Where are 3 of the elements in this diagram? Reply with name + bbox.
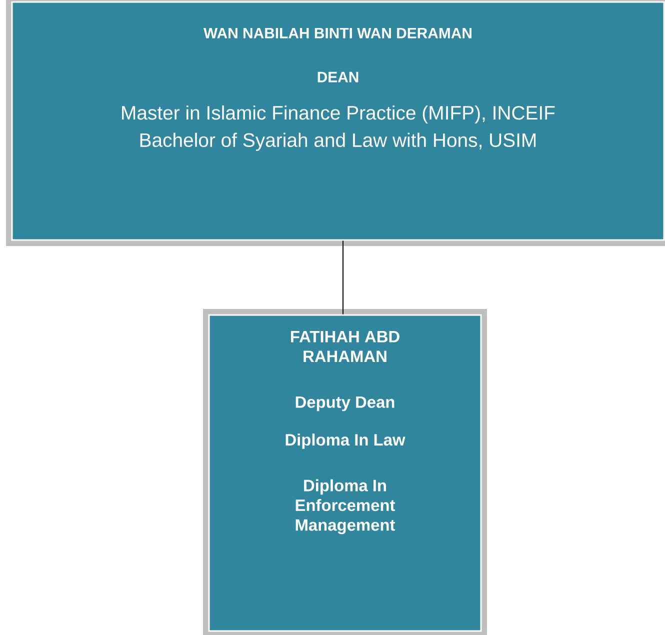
person-box: WAN NABILAH BINTI WAN DERAMAN DEAN Master in Islamic Finance Practice (MIFP), INCEIF Bachelor of Syariah and Law with Hons, USIM	[6, 0, 665, 246]
person-box: FATIHAH ABD RAHAMAN Deputy Dean Diploma In Law Diploma In Enforcement Management	[203, 309, 487, 635]
connector-line	[342, 240, 344, 315]
